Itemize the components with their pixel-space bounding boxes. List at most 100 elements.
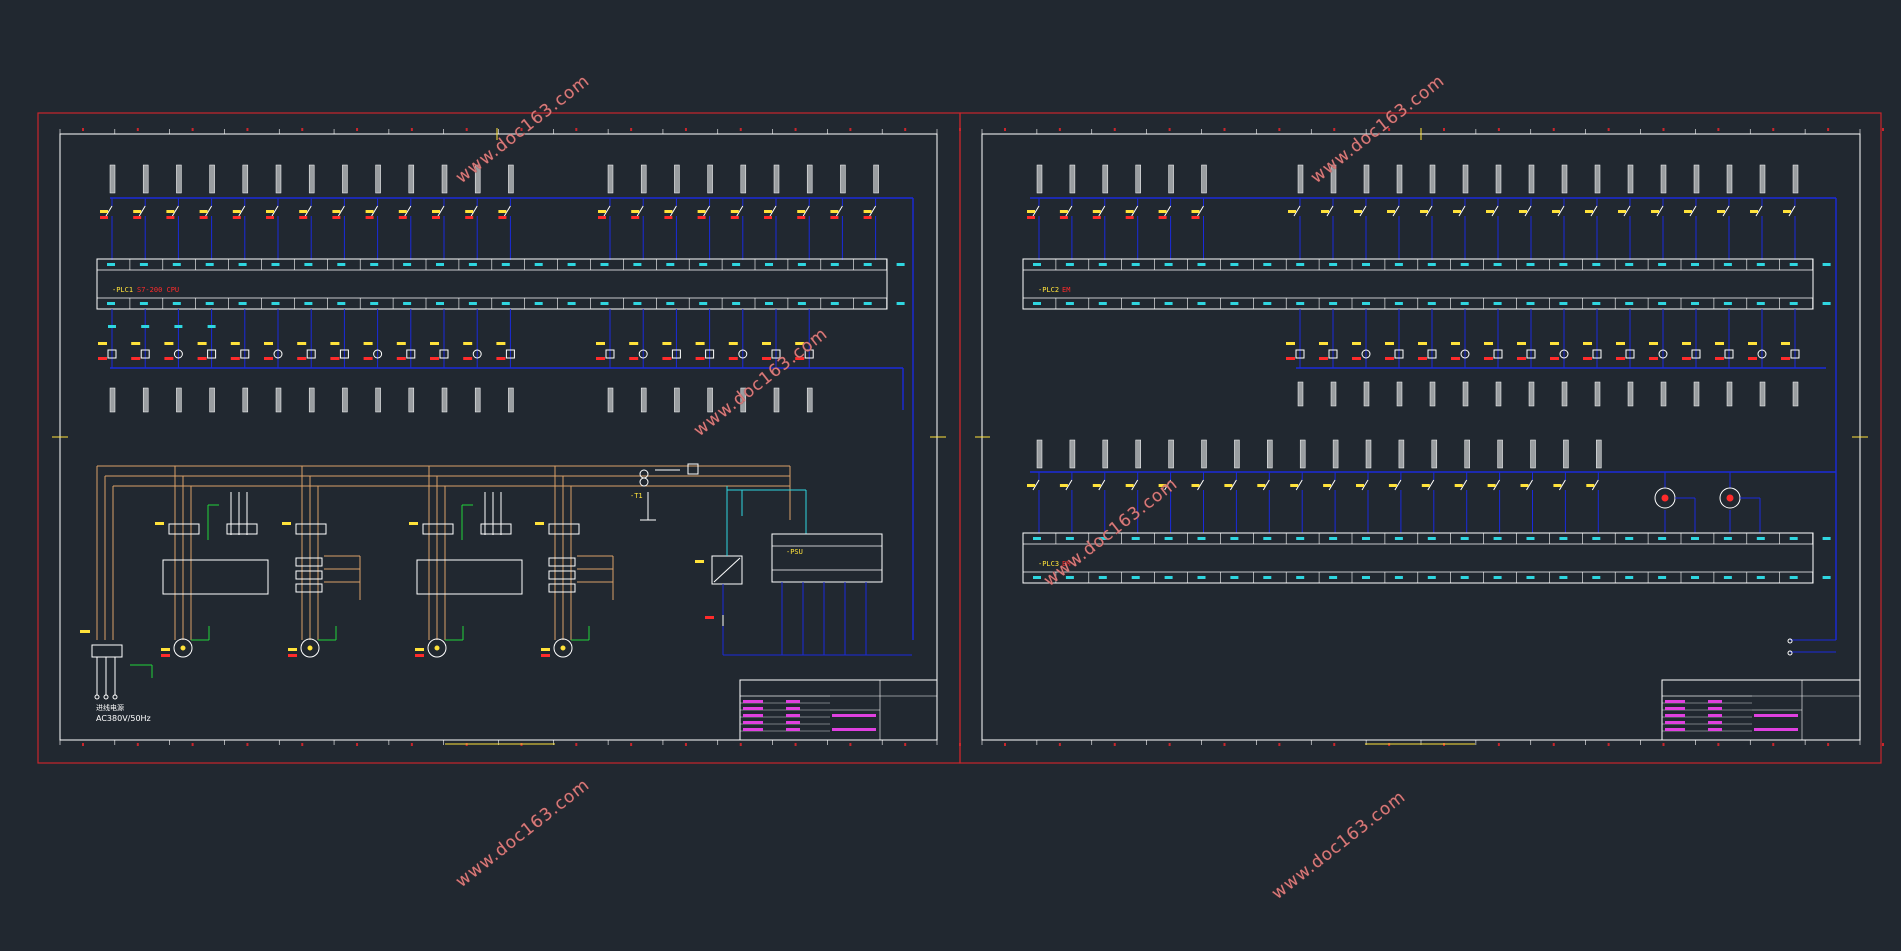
device-tag bbox=[1158, 210, 1167, 213]
device-tag bbox=[1649, 357, 1658, 360]
motor-icon bbox=[307, 645, 313, 651]
terminal-no bbox=[1493, 537, 1502, 540]
input-label bbox=[1660, 164, 1667, 194]
input-label bbox=[1036, 164, 1043, 194]
input-label bbox=[1431, 439, 1438, 469]
terminal-no bbox=[896, 302, 905, 305]
transformer-icon bbox=[639, 477, 649, 487]
input-label bbox=[474, 164, 481, 194]
grid-number bbox=[1552, 128, 1555, 131]
output-label bbox=[441, 387, 448, 413]
contact-icon bbox=[1164, 479, 1172, 491]
device-tag bbox=[795, 342, 805, 345]
device-tag bbox=[1354, 210, 1362, 213]
output-label bbox=[607, 387, 614, 413]
grid-number bbox=[1388, 128, 1391, 131]
device-tag bbox=[396, 357, 406, 360]
device-tag bbox=[282, 522, 291, 525]
device-tag bbox=[631, 210, 640, 213]
plc-cpu-box bbox=[771, 533, 883, 583]
device-tag bbox=[1257, 484, 1266, 487]
device-tag bbox=[1651, 210, 1659, 213]
grid-number bbox=[1168, 128, 1171, 131]
device-tag bbox=[398, 216, 407, 219]
input-label bbox=[1102, 439, 1109, 469]
terminal-no bbox=[797, 263, 806, 266]
device-tag bbox=[1583, 342, 1592, 345]
contact-icon bbox=[1458, 205, 1466, 217]
device-tag bbox=[463, 342, 473, 345]
terminal-no bbox=[1164, 302, 1173, 305]
motor-icon bbox=[427, 638, 447, 658]
contact-icon bbox=[1098, 479, 1106, 491]
grid-number bbox=[1004, 128, 1006, 131]
contact-icon bbox=[1591, 479, 1599, 491]
contact-icon bbox=[869, 205, 877, 217]
contact-icon bbox=[1491, 205, 1499, 217]
input-label bbox=[1693, 164, 1700, 194]
device-tag bbox=[1451, 357, 1460, 360]
terminal-no bbox=[1658, 537, 1667, 540]
terminal-no bbox=[666, 302, 675, 305]
device-tag bbox=[498, 210, 507, 213]
terminal-no bbox=[534, 302, 543, 305]
lamp-icon bbox=[1361, 349, 1371, 359]
coil-icon bbox=[1394, 349, 1404, 359]
device-tag bbox=[1781, 357, 1790, 360]
terminal-no bbox=[1263, 537, 1272, 540]
device-tag bbox=[764, 210, 772, 213]
contact-icon bbox=[238, 205, 246, 217]
contact-icon bbox=[1197, 479, 1204, 491]
input-label bbox=[1398, 439, 1405, 469]
terminal-no bbox=[1625, 263, 1634, 266]
input-label bbox=[806, 164, 813, 194]
input-label bbox=[275, 164, 282, 194]
grid-number bbox=[1607, 128, 1610, 131]
device-tag bbox=[230, 357, 240, 360]
device-tag bbox=[100, 216, 108, 219]
contact-icon bbox=[835, 205, 843, 217]
device-tag bbox=[762, 342, 771, 345]
device-tag bbox=[166, 216, 175, 219]
device-tag bbox=[596, 357, 605, 360]
terminal-no bbox=[1197, 576, 1206, 579]
device-tag bbox=[629, 357, 639, 360]
input-label bbox=[408, 164, 415, 194]
grid-number bbox=[356, 743, 359, 746]
contact-icon bbox=[1427, 479, 1435, 491]
output-label bbox=[1297, 381, 1304, 407]
device-tag bbox=[1092, 484, 1101, 487]
output-label bbox=[109, 387, 116, 413]
terminal-no bbox=[1263, 263, 1272, 266]
terminal-no bbox=[1131, 576, 1140, 579]
output-label bbox=[806, 387, 813, 413]
input-label bbox=[674, 164, 680, 194]
terminal-no bbox=[1691, 537, 1699, 540]
terminal-no bbox=[1230, 576, 1239, 579]
device-tag bbox=[535, 522, 544, 525]
device-tag bbox=[266, 210, 274, 213]
device-tag bbox=[197, 357, 207, 360]
terminal-no bbox=[1822, 576, 1831, 579]
terminal-no bbox=[436, 302, 444, 305]
contact-icon bbox=[470, 205, 478, 217]
device-tag bbox=[1517, 342, 1526, 345]
contact-icon bbox=[1557, 205, 1565, 217]
device-tag bbox=[197, 342, 207, 345]
output-label bbox=[142, 387, 149, 413]
terminal-no bbox=[1427, 302, 1436, 305]
device-tag bbox=[1319, 342, 1328, 345]
terminal-no bbox=[600, 302, 609, 305]
contact-icon bbox=[736, 205, 744, 217]
contact-icon bbox=[437, 205, 445, 217]
device-tag bbox=[762, 357, 771, 360]
psu-box bbox=[713, 557, 741, 583]
grid-number bbox=[191, 128, 194, 131]
terminal-no bbox=[1691, 576, 1699, 579]
device-tag bbox=[1781, 342, 1790, 345]
output-label bbox=[773, 387, 780, 413]
device-tag bbox=[863, 216, 872, 219]
coil-icon bbox=[1724, 349, 1734, 359]
terminal-no bbox=[1723, 576, 1732, 579]
input-label bbox=[1792, 164, 1799, 194]
